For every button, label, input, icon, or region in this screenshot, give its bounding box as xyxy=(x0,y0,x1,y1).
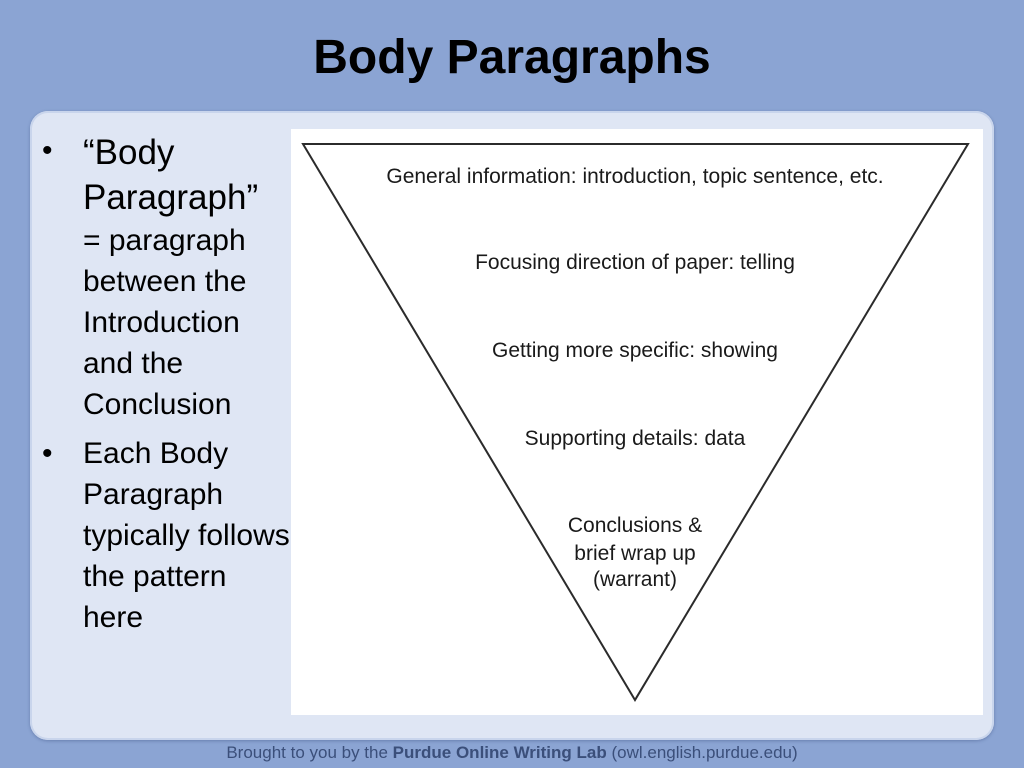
level-focusing-direction: Focusing direction of paper: telling xyxy=(475,251,795,274)
bullet-lead-text: “Body Paragraph” xyxy=(83,133,259,217)
inverted-triangle-shape xyxy=(301,143,970,702)
inverted-pyramid-svg: General information: introduction, topic… xyxy=(301,143,970,702)
level-conclusions-line-1: Conclusions & xyxy=(568,514,702,537)
bullet-body-text: Each Body Paragraph typically follows th… xyxy=(83,437,290,634)
bullet-list: • “Body Paragraph” = paragraph between t… xyxy=(42,130,292,646)
footer-url: (owl.english.purdue.edu) xyxy=(606,743,798,762)
inverted-pyramid-diagram: General information: introduction, topic… xyxy=(291,129,983,715)
bullet-item-pattern: • Each Body Paragraph typically follows … xyxy=(42,433,292,638)
level-conclusions-line-3: (warrant) xyxy=(593,568,677,591)
bullet-dot-icon: • xyxy=(42,134,53,167)
bullet-body-text: = paragraph between the Introduction and… xyxy=(83,224,247,421)
slide-title: Body Paragraphs xyxy=(313,31,711,84)
footer-org-name: Purdue Online Writing Lab xyxy=(392,743,607,762)
bullet-item-definition: • “Body Paragraph” = paragraph between t… xyxy=(42,130,292,425)
footer-credit: Brought to you by the Purdue Online Writ… xyxy=(0,742,1024,764)
level-conclusions-line-2: brief wrap up xyxy=(574,542,695,565)
level-more-specific: Getting more specific: showing xyxy=(492,339,778,362)
bullet-dot-icon: • xyxy=(42,437,53,470)
footer-prefix: Brought to you by the xyxy=(226,743,393,762)
level-general-information: General information: introduction, topic… xyxy=(386,165,883,188)
level-supporting-details: Supporting details: data xyxy=(525,427,746,450)
